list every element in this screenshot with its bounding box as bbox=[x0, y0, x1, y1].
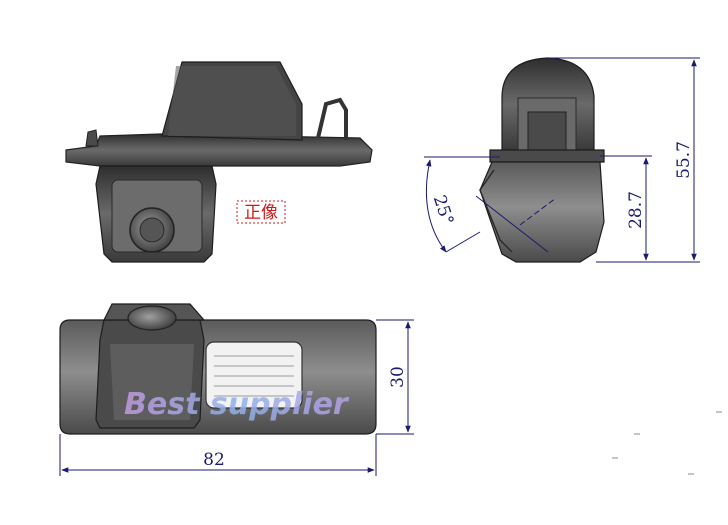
edge-marks bbox=[612, 411, 722, 475]
bottom-lens bbox=[127, 305, 177, 331]
width-dimension: 82 bbox=[203, 450, 225, 470]
side-flange bbox=[489, 149, 605, 163]
angle-arc bbox=[425, 159, 447, 253]
watermark-logo: Best supplier bbox=[124, 387, 350, 422]
bottom-view: 30 82 bbox=[59, 303, 414, 476]
side-camera-body bbox=[479, 161, 605, 263]
front-view bbox=[65, 61, 373, 263]
front-view-text: 正像 bbox=[244, 203, 278, 223]
depth-dimension: 30 bbox=[388, 366, 408, 388]
height-lower-dimension: 28.7 bbox=[626, 191, 646, 229]
front-clip bbox=[316, 97, 348, 140]
angle-dimension: 25° bbox=[429, 193, 457, 228]
license-light-window bbox=[205, 341, 303, 409]
front-flange bbox=[65, 133, 373, 167]
side-view: 25° 28.7 55.7 bbox=[424, 57, 700, 263]
height-total-dimension: 55.7 bbox=[674, 141, 694, 179]
front-view-label: 正像 bbox=[236, 200, 286, 224]
